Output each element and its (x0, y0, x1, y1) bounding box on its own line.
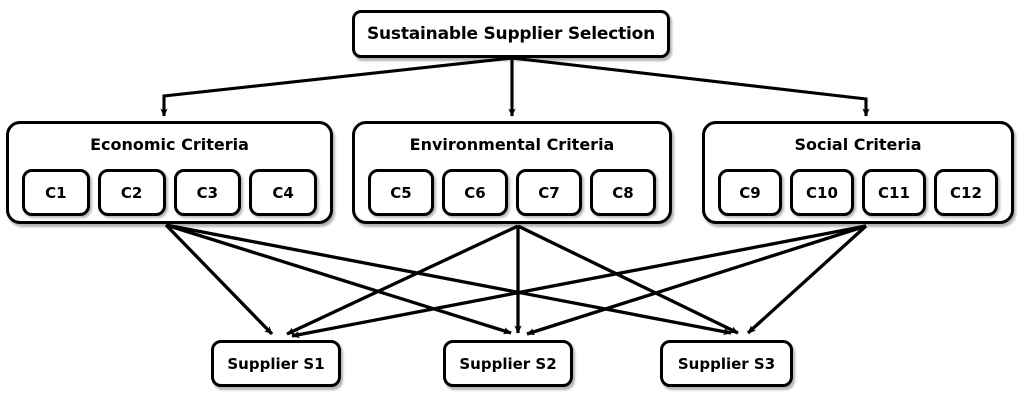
edge-social-to-s3 (746, 224, 868, 335)
criteria-row-social: C9 C10 C11 C12 (714, 169, 1002, 216)
criterion-c9-label: C9 (739, 183, 761, 202)
criterion-c11-label: C11 (878, 183, 910, 202)
criterion-c4-label: C4 (272, 183, 294, 202)
alternative-supplier-s3-label: Supplier S3 (677, 354, 776, 373)
edge-environmental-to-s1 (286, 224, 519, 336)
criteria-group-economic-label: Economic Criteria (90, 135, 249, 154)
criterion-c8-label: C8 (612, 183, 634, 202)
alternative-supplier-s1-label: Supplier S1 (227, 354, 325, 373)
edge-social-to-s1 (291, 224, 867, 339)
criterion-c7-label: C7 (538, 183, 560, 202)
goal-label: Sustainable Supplier Selection (366, 24, 656, 44)
alternative-supplier-s2-label: Supplier S2 (459, 354, 557, 373)
criterion-c2[interactable]: C2 (97, 169, 166, 216)
criterion-c12-label: C12 (950, 183, 982, 202)
criteria-group-social-label: Social Criteria (794, 135, 922, 154)
edge-economic-to-s1 (164, 223, 274, 336)
criterion-c10-label: C10 (806, 183, 838, 202)
criterion-c9[interactable]: C9 (718, 169, 782, 216)
criterion-c12[interactable]: C12 (934, 169, 998, 216)
edge-economic-to-s2 (165, 223, 512, 335)
alternative-supplier-s3[interactable]: Supplier S3 (660, 340, 793, 387)
criterion-c5-label: C5 (390, 183, 412, 202)
edge-economic-to-s3 (165, 223, 732, 336)
criterion-c5[interactable]: C5 (368, 169, 434, 216)
criterion-c6[interactable]: C6 (442, 169, 508, 216)
edge-social-to-s2 (526, 224, 867, 336)
criterion-c1[interactable]: C1 (22, 169, 90, 216)
criteria-group-social[interactable]: Social Criteria C9 C10 C11 C12 (702, 121, 1014, 224)
criterion-c6-label: C6 (464, 183, 486, 202)
criterion-c1-label: C1 (45, 183, 67, 202)
criteria-group-economic[interactable]: Economic Criteria C1 C2 C3 C4 (6, 121, 333, 224)
edge-goal-to-economic (160, 56, 513, 117)
alternative-supplier-s2[interactable]: Supplier S2 (443, 340, 573, 387)
goal-node[interactable]: Sustainable Supplier Selection (352, 10, 670, 58)
alternative-supplier-s1[interactable]: Supplier S1 (211, 340, 341, 387)
criterion-c7[interactable]: C7 (516, 169, 582, 216)
criterion-c4[interactable]: C4 (249, 169, 317, 216)
criteria-group-environmental[interactable]: Environmental Criteria C5 C6 C7 C8 (352, 121, 672, 224)
criterion-c3[interactable]: C3 (173, 169, 242, 216)
edge-goal-to-social (511, 56, 870, 117)
criterion-c8[interactable]: C8 (590, 169, 656, 216)
criteria-group-environmental-label: Environmental Criteria (409, 135, 615, 154)
criterion-c3-label: C3 (196, 183, 219, 202)
criterion-c11[interactable]: C11 (862, 169, 926, 216)
edge-environmental-to-s3 (517, 224, 739, 335)
criterion-c10[interactable]: C10 (790, 169, 854, 216)
criterion-c2-label: C2 (120, 183, 143, 202)
criteria-row-environmental: C5 C6 C7 C8 (364, 169, 660, 216)
criteria-row-economic: C1 C2 C3 C4 (18, 169, 321, 216)
